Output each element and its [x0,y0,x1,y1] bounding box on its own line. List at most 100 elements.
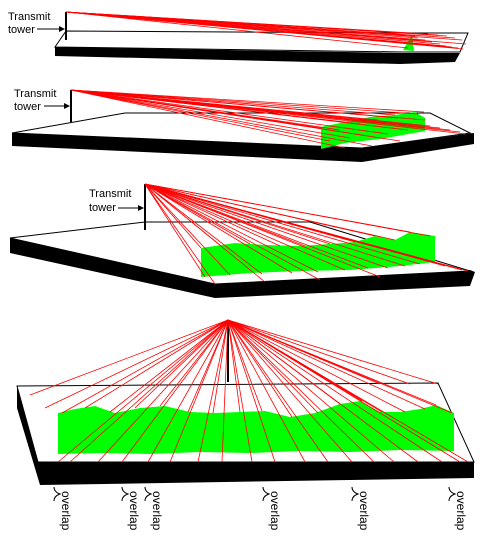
panel-2-slab [12,133,474,162]
panel-2-tower-arrowhead [64,103,70,109]
radar-ray [144,183,281,247]
overlap-marker-6: overlap [448,486,468,531]
radar-ray [187,319,229,413]
panel-1-slab [55,47,460,64]
radar-ray [97,319,229,463]
radar-ray [227,319,381,385]
panel-4-slab [17,386,474,485]
panel-3-coverage [201,232,435,277]
radar-ray [109,319,229,413]
radar-ray [227,319,439,385]
panel-1-tower-label-line1: Transmit [8,11,50,23]
radar-ray [227,319,406,413]
radar-ray [121,319,229,463]
overlap-label-6: overlap [454,491,468,531]
radar-ray [227,319,241,413]
radar-ray [227,319,263,412]
overlap-markers: overlap overlap overlap overlap overlap … [53,486,468,531]
radar-ray [227,319,426,410]
panel-1-tower-label-line2: tower [8,24,35,36]
overlap-brace-icon [262,486,271,502]
radar-ray [227,319,276,463]
radar-ray [70,89,401,142]
radar-ray [70,89,425,113]
radar-ray [212,319,229,414]
radar-ray [227,319,253,463]
radar-ray [169,319,229,463]
panel-4 [16,319,475,485]
panel-2-rays [70,89,467,149]
radar-ray [61,319,229,414]
overlap-brace-icon [448,486,457,502]
radar-ray [144,183,469,272]
radar-ray [144,183,406,267]
radar-ray [70,89,389,135]
radar-ray [144,183,202,249]
radar-ray [70,89,331,142]
radar-ray [65,11,464,50]
radar-ray [144,183,396,241]
radar-ray [227,319,419,463]
radar-ray [227,319,319,414]
radar-ray [65,11,467,45]
radar-ray [227,319,461,463]
overlap-label-4: overlap [268,491,282,531]
panel-1-tower-arrowhead [59,26,65,32]
overlap-marker-2: overlap [121,486,141,531]
overlap-brace-icon [351,486,360,502]
radar-ray [227,319,293,418]
panel-2: Transmit tower [11,88,474,162]
overlap-marker-3: overlap [144,486,164,531]
radar-ray [70,89,351,139]
radar-ray [227,319,306,463]
radar-ray [70,89,373,147]
overlap-brace-icon [53,486,62,502]
radar-ray [144,183,381,278]
overlap-label-3: overlap [150,491,164,531]
radar-ray [144,183,431,237]
radar-ray [84,319,229,409]
panel-3-slab [10,238,475,298]
panel-4-rays [29,319,469,463]
radar-ray [227,319,395,463]
radar-ray [70,89,346,149]
radar-ray [227,319,469,463]
panel-3: Transmit tower [9,183,475,298]
radar-ray [144,183,319,273]
radar-ray [29,319,229,396]
overlap-label-5: overlap [357,491,371,531]
radar-ray [159,319,229,407]
radar-ray [227,319,375,463]
radar-ray [144,183,231,276]
overlap-brace-icon [121,486,130,502]
radar-ray [227,319,443,463]
radar-ray [65,11,421,35]
radar-ray [144,183,389,269]
panel-3-tower-label-line2: tower [89,202,116,214]
panel-1: Transmit tower [8,11,469,64]
radar-ray [227,319,411,385]
panel-3-tower-arrowhead [138,205,144,211]
radar-ray [65,11,409,49]
panel-3-tower-label-line1: Transmit [89,188,131,200]
panel-1-rays [65,11,467,50]
panel-2-tower-label-line2: tower [14,101,41,113]
radar-ray [70,89,396,116]
radar-ray [227,319,329,463]
radar-ray [57,319,229,463]
overlap-marker-1: overlap [53,486,73,531]
radar-ray [144,183,346,271]
radar-ray [227,319,353,463]
radar-ray [197,319,229,463]
radar-ray [144,183,206,278]
panel-2-coverage [321,112,425,149]
radar-ray [70,89,346,123]
radar-ray [221,319,229,463]
radar-ray [144,183,321,281]
radar-ray [144,183,421,265]
radar-ray [69,319,229,463]
overlap-label-2: overlap [127,491,141,531]
radar-ray [134,319,229,409]
overlap-brace-icon [144,486,153,502]
